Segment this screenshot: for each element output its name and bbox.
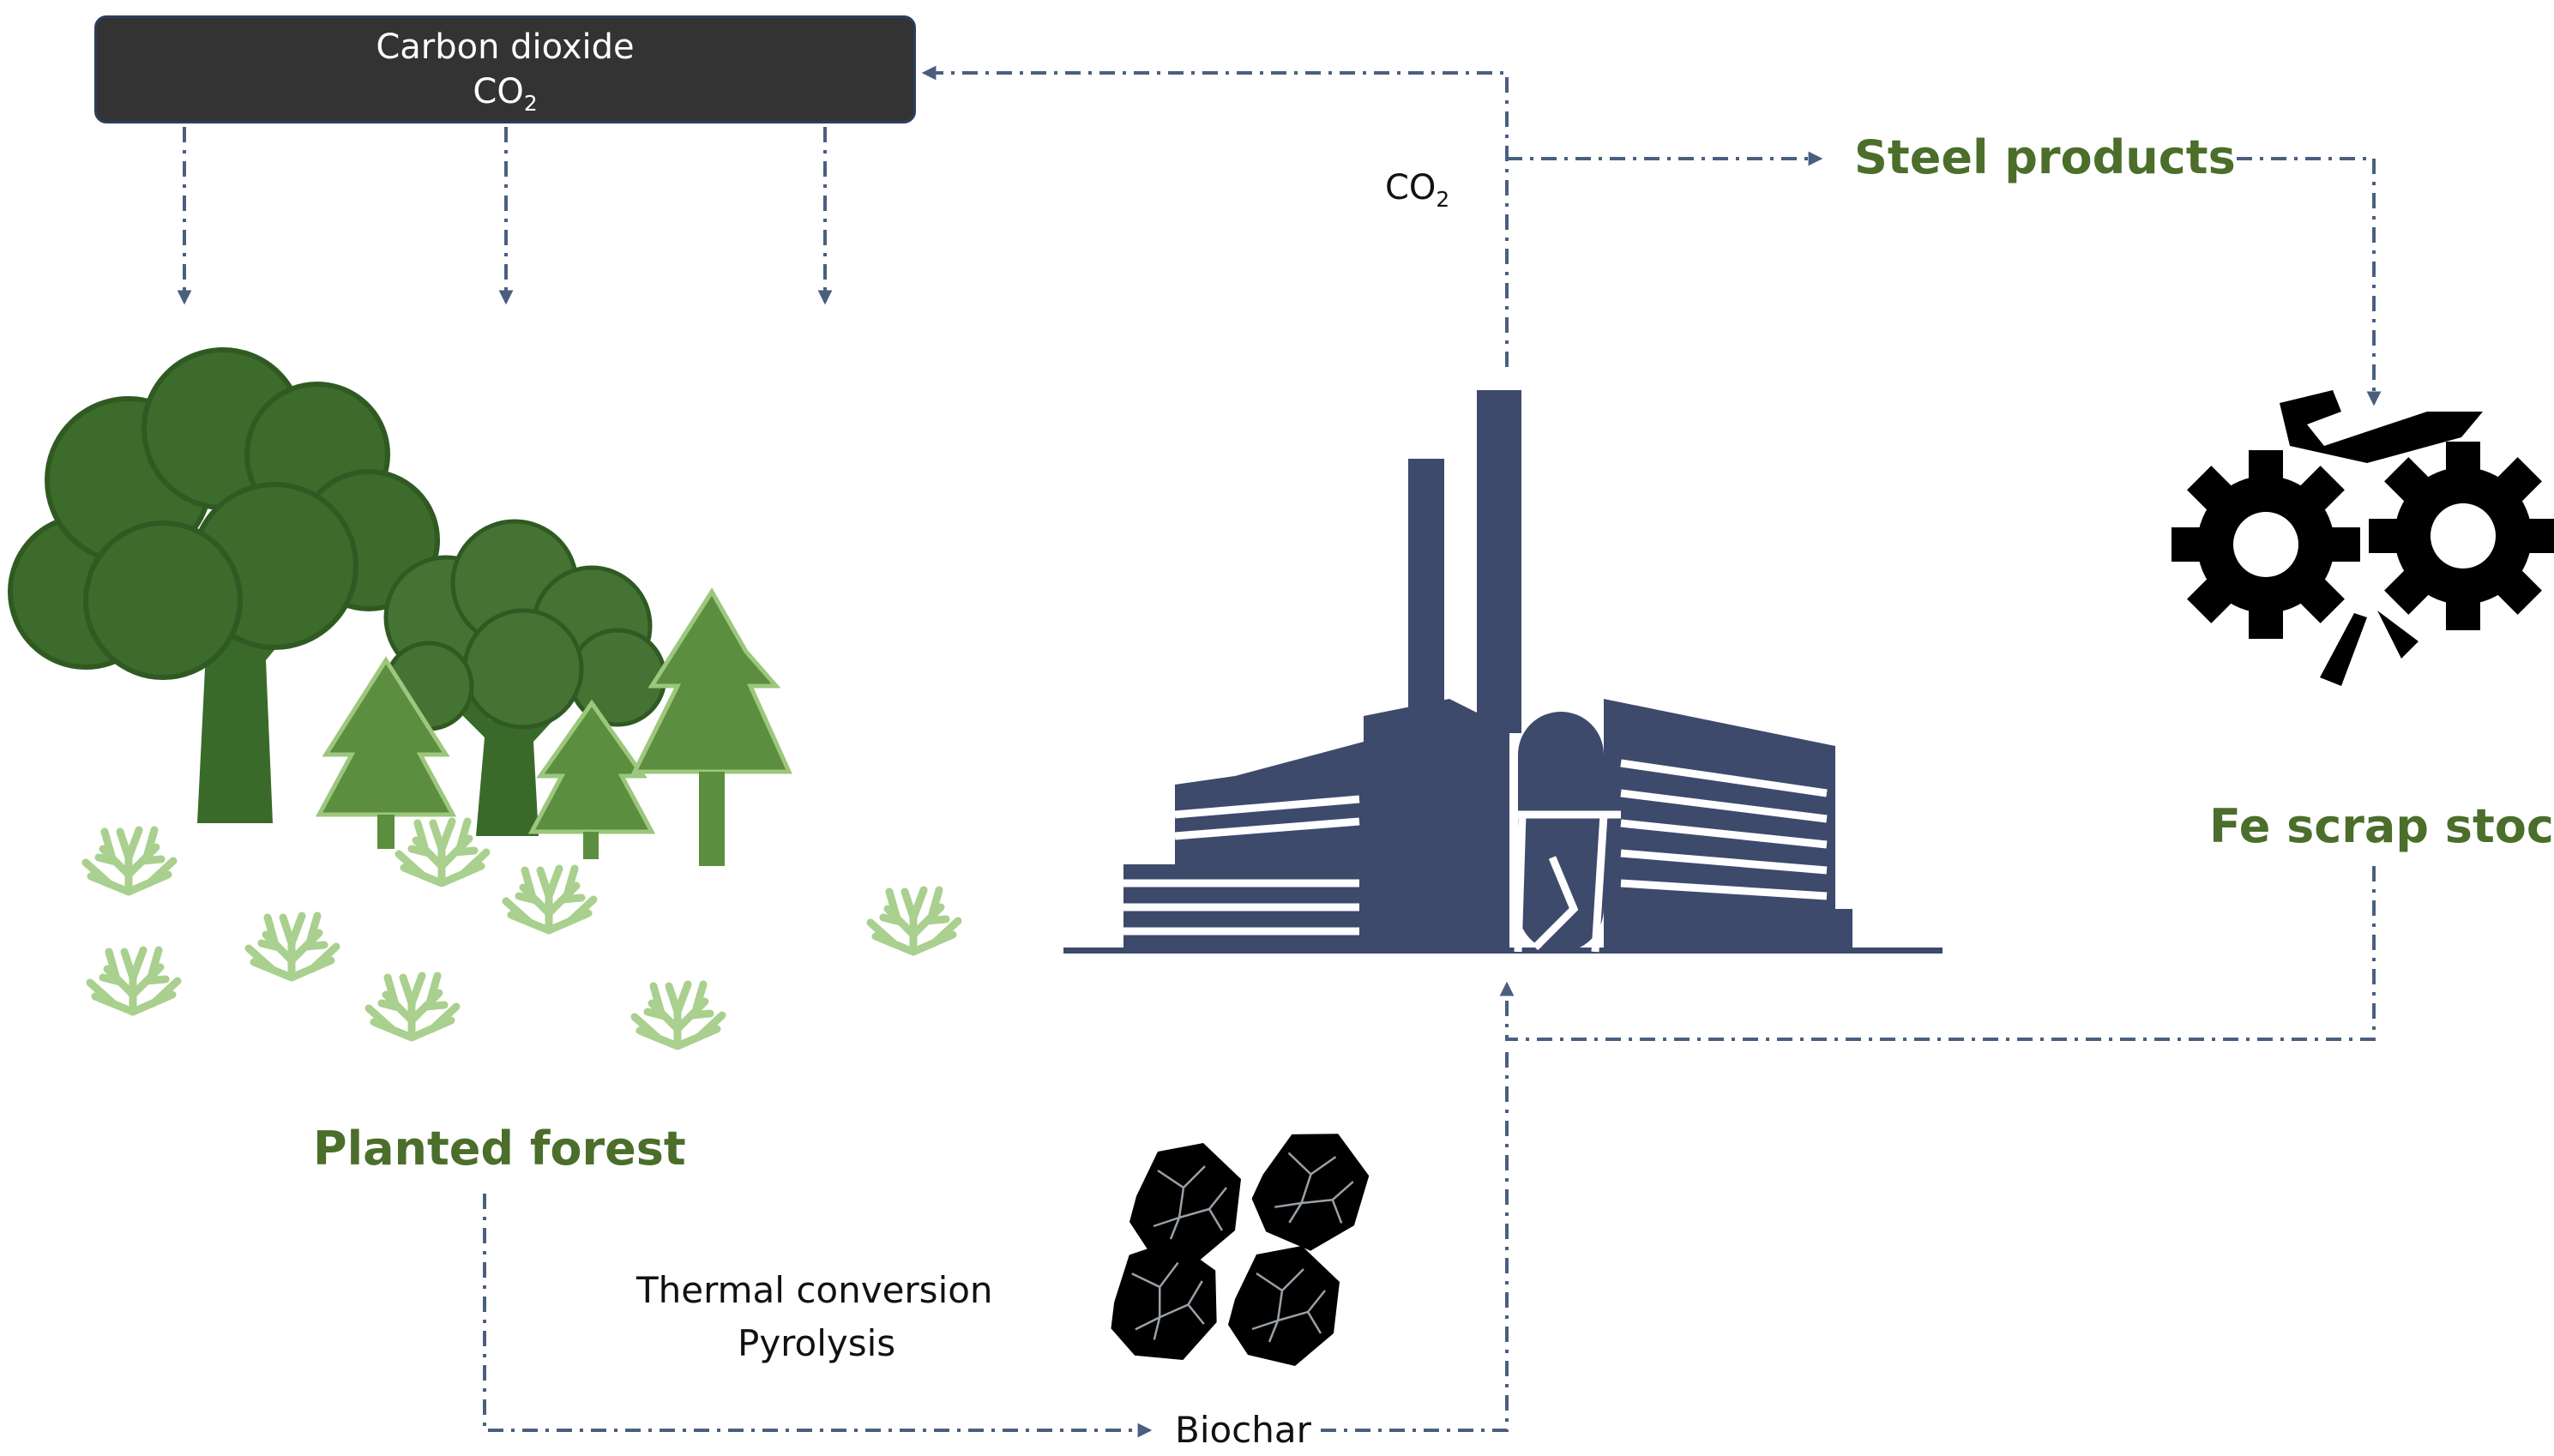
carbon-dioxide-formula: CO2	[97, 69, 913, 126]
fe-scrap-stock-label: Fe scrap stock	[2209, 799, 2554, 853]
carbon-dioxide-box: Carbon dioxide CO2	[94, 15, 916, 123]
co2-formula-sub: 2	[523, 91, 538, 116]
planted-forest-label: Planted forest	[313, 1122, 686, 1176]
stack-co2-sub: 2	[1436, 187, 1450, 212]
thermal-conversion-label: Thermal conversion	[636, 1269, 993, 1311]
stack-co2-main: CO	[1385, 168, 1437, 208]
carbon-dioxide-label: Carbon dioxide	[376, 27, 635, 67]
biochar-to-plant-arrow	[1321, 1050, 1509, 1432]
biochar-icon	[1099, 1120, 1376, 1371]
steel-plant-windows	[1123, 759, 1828, 953]
biochar-label: Biochar	[1175, 1409, 1311, 1451]
stack-co2-label: CO2	[1385, 168, 1449, 212]
steel-products-label: Steel products	[1854, 130, 2236, 184]
pyrolysis-label: Pyrolysis	[738, 1322, 896, 1364]
steel-plant-icon	[1063, 390, 1943, 954]
stack-co2-arrow	[921, 65, 1509, 367]
planted-forest-icon	[8, 347, 958, 1046]
flow-arrows	[177, 65, 2382, 1438]
steel-to-scrap-arrow	[2237, 157, 2382, 406]
scrap-to-plant-arrow	[1499, 866, 2376, 1041]
scrap-gears-icon	[2172, 390, 2554, 686]
forest-to-biochar-arrow	[483, 1194, 1153, 1438]
co2-formula-main: CO	[473, 72, 524, 111]
